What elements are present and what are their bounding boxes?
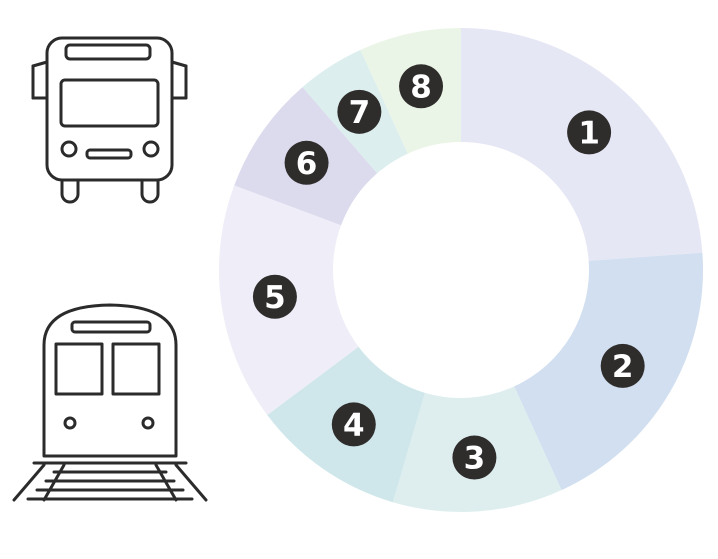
segment-badge-6 bbox=[284, 140, 329, 185]
segment-label-1: 1 bbox=[578, 115, 600, 151]
segment-badge-4 bbox=[331, 402, 376, 447]
segment-label-8: 8 bbox=[410, 69, 432, 105]
segment-badge-7 bbox=[337, 89, 382, 134]
segment-label-4: 4 bbox=[343, 407, 365, 443]
segment-label-6: 6 bbox=[296, 146, 318, 182]
segment-label-3: 3 bbox=[464, 441, 486, 477]
segment-label-2: 2 bbox=[612, 349, 634, 385]
train-icon bbox=[12, 303, 208, 502]
segment-badge-1 bbox=[567, 110, 612, 155]
donut-labels: 1 2 3 4 5 67 8 bbox=[252, 64, 645, 480]
bus-icon bbox=[31, 36, 188, 204]
segment-badge-2 bbox=[600, 343, 645, 388]
segment-badge-8 bbox=[399, 64, 444, 109]
segment-label-7: 7 bbox=[349, 95, 371, 131]
segment-label-5: 5 bbox=[264, 280, 286, 316]
segment-badge-5 bbox=[252, 274, 297, 319]
segment-badge-3 bbox=[452, 435, 497, 480]
donut-chart bbox=[218, 28, 703, 512]
